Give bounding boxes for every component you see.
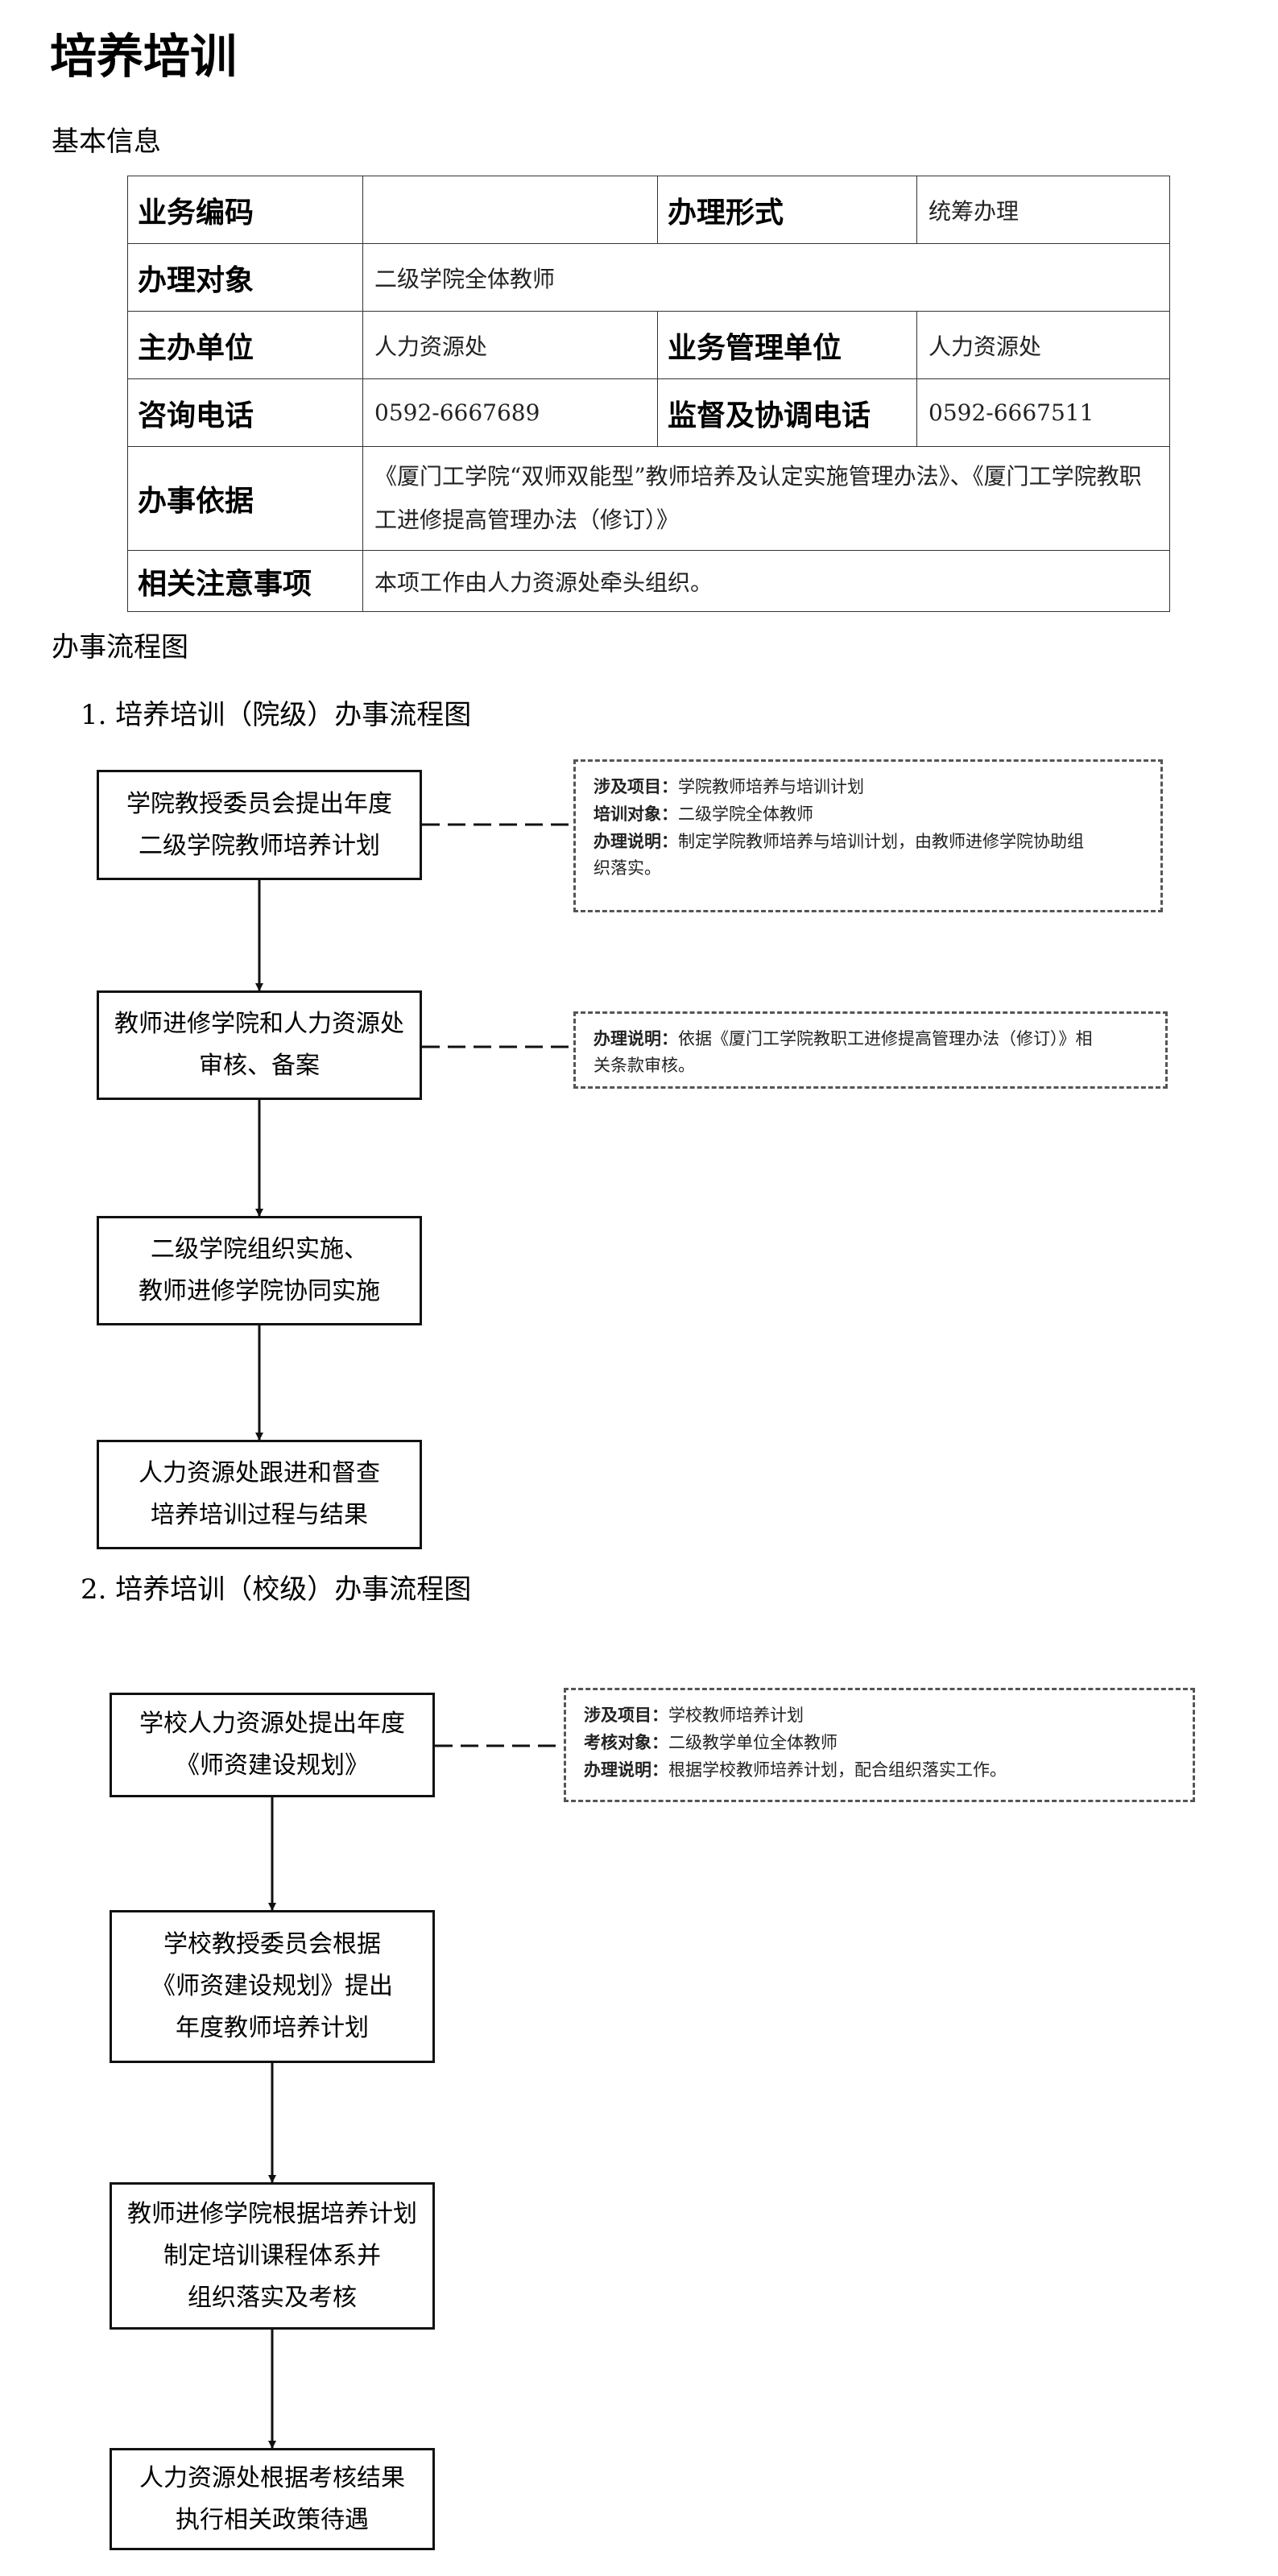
- step-text: 年度教师培养计划: [176, 2014, 369, 2042]
- note-key: 涉及项目：: [594, 776, 678, 796]
- step-text: 制定培训课程体系并: [163, 2241, 381, 2270]
- step-text: 二级学院教师培养计划: [139, 831, 380, 860]
- note-value: 二级学院全体教师: [678, 804, 813, 824]
- note-key: 办理说明：: [594, 831, 678, 851]
- college-step-2: 教师进修学院和人力资源处 审核、备案: [97, 990, 422, 1100]
- table-label: 监督及协调电话: [657, 378, 917, 447]
- table-row: 办事依据 《厦门工学院“双师双能型”教师培养及认定实施管理办法》、《厦门工学院教…: [127, 446, 1170, 551]
- flow-heading: 办事流程图: [52, 631, 188, 664]
- note-value: 二级教学单位全体教师: [668, 1733, 838, 1752]
- step-text: 人力资源处跟进和督查: [139, 1459, 380, 1487]
- table-label: 业务管理单位: [657, 311, 917, 379]
- table-label: 办理形式: [657, 176, 917, 244]
- table-label: 办事依据: [127, 446, 363, 551]
- note-value: 关条款审核。: [594, 1056, 695, 1075]
- step-text: 审核、备案: [199, 1052, 320, 1080]
- table-value: 二级学院全体教师: [362, 243, 1170, 312]
- note-value: 制定学院教师培养与培训计划，由教师进修学院协助组: [678, 832, 1084, 851]
- note-value: 学校教师培养计划: [668, 1706, 804, 1725]
- note-key: 考核对象：: [584, 1732, 668, 1752]
- step-text: 教师进修学院协同实施: [139, 1277, 380, 1305]
- college-note-2: 办理说明：依据《厦门工学院教职工进修提高管理办法（修订）》相 关条款审核。: [573, 1011, 1168, 1089]
- note-key: 培训对象：: [594, 804, 678, 824]
- school-flow-subtitle: 2. 培养培训（校级）办事流程图: [81, 1573, 472, 1606]
- college-step-4: 人力资源处跟进和督查 培养培训过程与结果: [97, 1440, 422, 1549]
- table-label: 办理对象: [127, 243, 363, 312]
- note-key: 办理说明：: [594, 1028, 678, 1048]
- table-row: 相关注意事项 本项工作由人力资源处牵头组织。: [127, 550, 1170, 612]
- note-value: 织落实。: [594, 858, 661, 878]
- table-value: 人力资源处: [362, 311, 658, 379]
- table-row: 主办单位 人力资源处 业务管理单位 人力资源处: [127, 311, 1170, 379]
- step-text: 培养培训过程与结果: [151, 1501, 368, 1529]
- college-step-1: 学院教授委员会提出年度 二级学院教师培养计划: [97, 770, 422, 880]
- note-value: 根据学校教师培养计划，配合组织落实工作。: [668, 1760, 1007, 1780]
- school-note-1: 涉及项目：学校教师培养计划 考核对象：二级教学单位全体教师 办理说明：根据学校教…: [564, 1688, 1195, 1802]
- school-step-1: 学校人力资源处提出年度 《师资建设规划》: [110, 1693, 435, 1797]
- step-text: 学校人力资源处提出年度: [139, 1710, 405, 1738]
- basic-info-heading: 基本信息: [52, 126, 161, 158]
- step-text: 组织落实及考核: [188, 2283, 357, 2312]
- step-text: 《师资建设规划》提出: [151, 1972, 393, 2000]
- note-value: 依据《厦门工学院教职工进修提高管理办法（修订）》相: [678, 1029, 1093, 1048]
- step-text: 《师资建设规划》: [176, 1751, 369, 1780]
- note-value: 学院教师培养与培训计划: [678, 777, 864, 796]
- table-value: 0592-6667689: [362, 378, 658, 447]
- table-label: 咨询电话: [127, 378, 363, 447]
- school-step-2: 学校教授委员会根据 《师资建设规划》提出 年度教师培养计划: [110, 1910, 435, 2063]
- step-text: 教师进修学院根据培养计划: [127, 2199, 417, 2228]
- step-text: 执行相关政策待遇: [176, 2505, 369, 2534]
- page-title: 培养培训: [50, 29, 238, 84]
- step-text: 人力资源处根据考核结果: [139, 2463, 405, 2492]
- table-label: 相关注意事项: [127, 550, 363, 612]
- step-text: 二级学院组织实施、: [151, 1235, 368, 1263]
- table-value: 本项工作由人力资源处牵头组织。: [362, 550, 1170, 612]
- table-row: 业务编码 办理形式 统筹办理: [127, 176, 1170, 244]
- note-key: 办理说明：: [584, 1759, 668, 1780]
- college-flow-subtitle: 1. 培养培训（院级）办事流程图: [81, 699, 472, 731]
- basic-info-table: 业务编码 办理形式 统筹办理 办理对象 二级学院全体教师 主办单位 人力资源处 …: [127, 176, 1170, 612]
- step-text: 学校教授委员会根据: [163, 1930, 381, 1958]
- table-value: 统筹办理: [916, 176, 1170, 244]
- step-text: 学院教授委员会提出年度: [126, 789, 392, 818]
- table-value: 《厦门工学院“双师双能型”教师培养及认定实施管理办法》、《厦门工学院教职工进修提…: [362, 446, 1170, 551]
- table-label: 业务编码: [127, 176, 363, 244]
- step-text: 教师进修学院和人力资源处: [114, 1010, 404, 1038]
- school-step-3: 教师进修学院根据培养计划 制定培训课程体系并 组织落实及考核: [110, 2182, 435, 2330]
- table-row: 办理对象 二级学院全体教师: [127, 243, 1170, 312]
- note-key: 涉及项目：: [584, 1705, 668, 1725]
- table-value: 0592-6667511: [916, 378, 1170, 447]
- school-step-4: 人力资源处根据考核结果 执行相关政策待遇: [110, 2448, 435, 2550]
- table-label: 主办单位: [127, 311, 363, 379]
- table-value: 人力资源处: [916, 311, 1170, 379]
- table-row: 咨询电话 0592-6667689 监督及协调电话 0592-6667511: [127, 378, 1170, 447]
- college-step-3: 二级学院组织实施、 教师进修学院协同实施: [97, 1216, 422, 1325]
- college-note-1: 涉及项目：学院教师培养与培训计划 培训对象：二级学院全体教师 办理说明：制定学院…: [573, 759, 1163, 912]
